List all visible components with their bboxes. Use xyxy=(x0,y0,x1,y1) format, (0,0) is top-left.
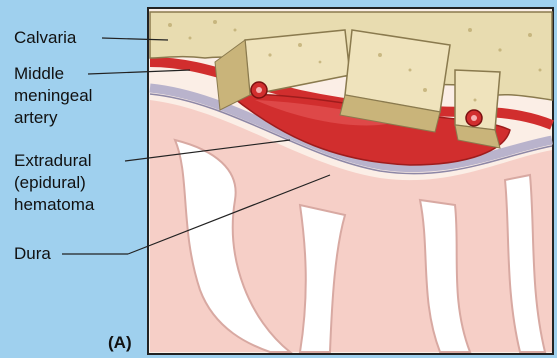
illustration-panel xyxy=(148,8,553,354)
artery-label-line-3: artery xyxy=(14,107,92,129)
middle-meningeal-artery-label: Middle meningeal artery xyxy=(14,63,92,129)
hematoma-label-line-3: hematoma xyxy=(14,194,94,216)
artery-label-line-1: Middle xyxy=(14,63,92,85)
hematoma-label-line-2: (epidural) xyxy=(14,172,94,194)
extradural-hematoma-label: Extradural (epidural) hematoma xyxy=(14,150,94,216)
artery-label-line-2: meningeal xyxy=(14,85,92,107)
dura-label: Dura xyxy=(14,243,51,265)
panel-tag: (A) xyxy=(108,333,132,353)
calvaria-label: Calvaria xyxy=(14,27,76,49)
artery-cross-section xyxy=(251,82,267,98)
hematoma-label-line-1: Extradural xyxy=(14,150,94,172)
artery-cross-section xyxy=(466,110,482,126)
